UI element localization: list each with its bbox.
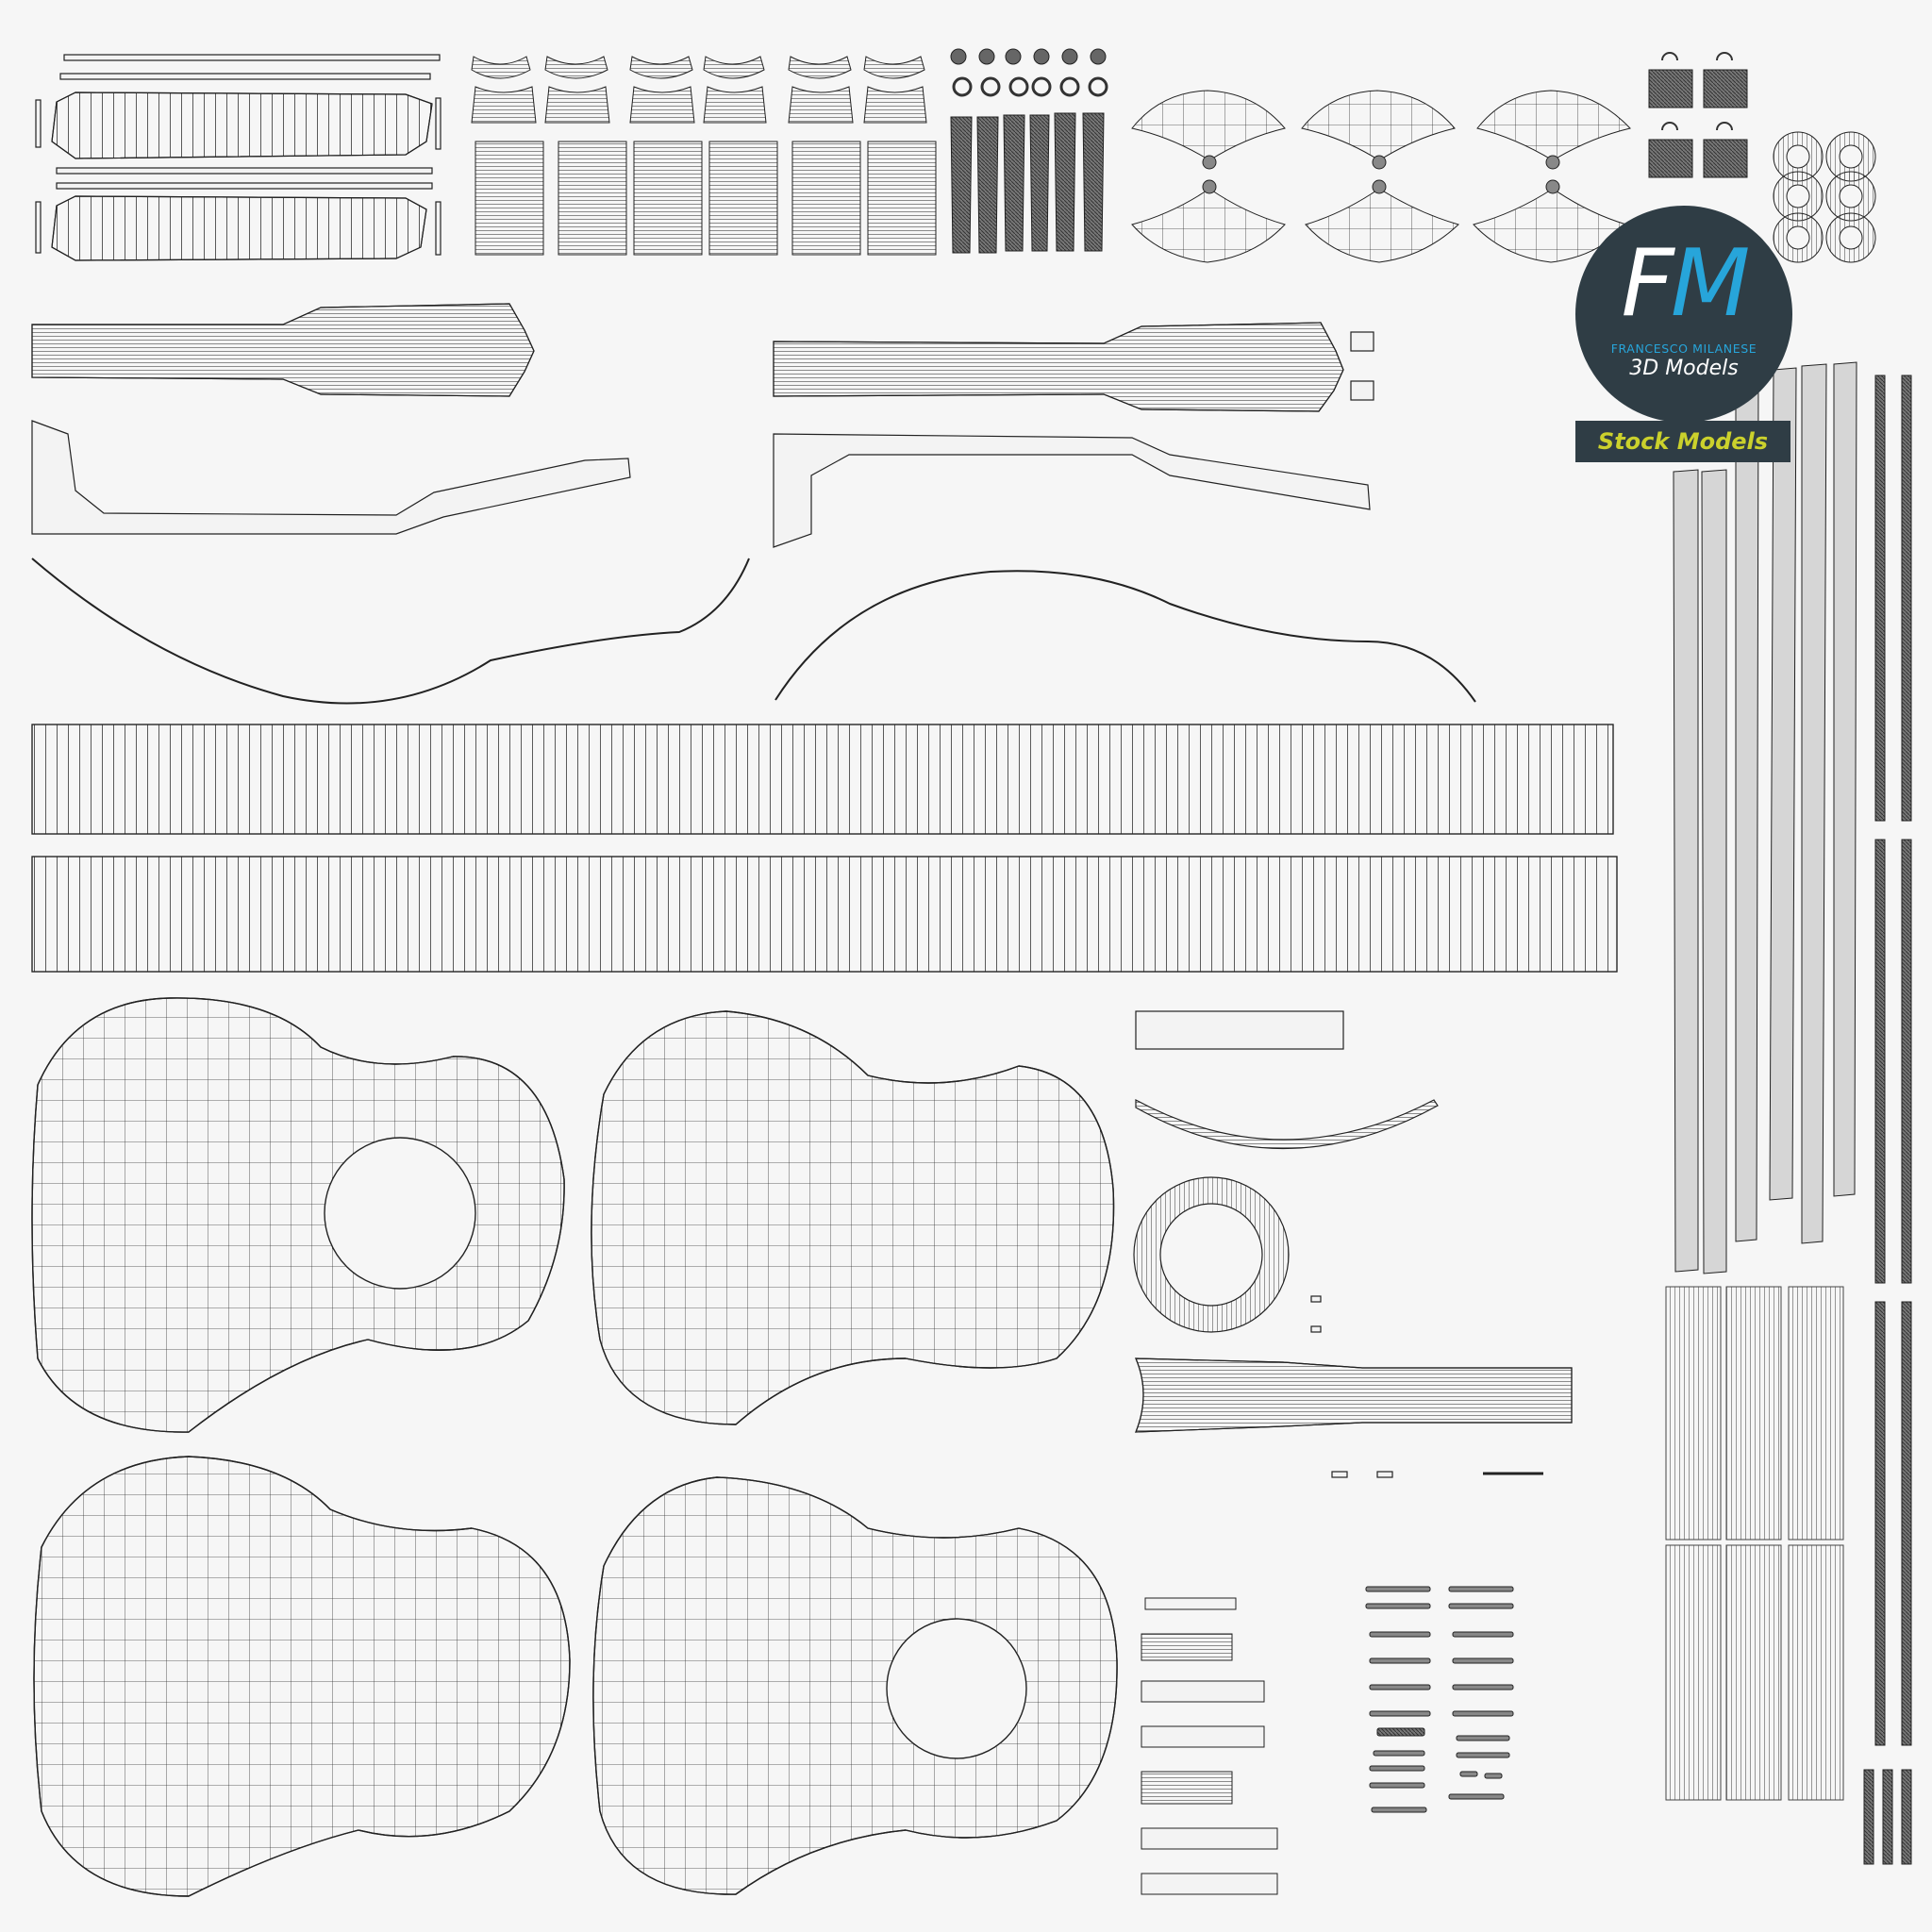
- logo-monogram: FM: [1575, 232, 1792, 336]
- body-top-with-soundhole-2: [592, 1476, 1118, 1895]
- tuner-buttons-group: [950, 48, 1108, 254]
- fm-logo: FM FRANCESCO MILANESE 3D Models: [1575, 206, 1792, 423]
- neck-profile-left: [31, 420, 631, 535]
- side-panel-group-top: [35, 54, 441, 261]
- body-back-2: [33, 1456, 571, 1897]
- hardware-group-right: [1648, 52, 1876, 263]
- bracing-pieces: [1141, 1597, 1278, 1895]
- neck-piece-right: [773, 322, 1374, 412]
- tuner-keys-group: [1131, 90, 1631, 263]
- fret-pieces: [1365, 1586, 1514, 1813]
- neck-piece-left: [31, 303, 535, 397]
- tuner-key-1: [1131, 90, 1286, 263]
- bridge-pieces-group: [471, 56, 937, 256]
- string-strips-right: [1673, 361, 1857, 1274]
- side-strip-2: [31, 856, 1618, 973]
- stock-models-badge: Stock Models: [1575, 421, 1790, 462]
- body-top-with-soundhole: [31, 997, 565, 1433]
- neck-profile-right: [773, 433, 1371, 548]
- binding-curves: [31, 558, 1476, 705]
- logo-monogram-m: M: [1670, 230, 1751, 338]
- misc-parts-middle: [1133, 1010, 1573, 1478]
- logo-brand-name: FRANCESCO MILANESE: [1610, 341, 1757, 356]
- side-strip-1: [31, 724, 1614, 835]
- logo-subtitle: 3D Models: [1629, 357, 1739, 380]
- wound-strings-right: [1863, 375, 1912, 1865]
- body-back-1: [591, 1010, 1115, 1425]
- tuner-key-2: [1301, 90, 1459, 263]
- soundboard-strips-right: [1665, 1286, 1844, 1801]
- logo-monogram-f: F: [1621, 230, 1674, 338]
